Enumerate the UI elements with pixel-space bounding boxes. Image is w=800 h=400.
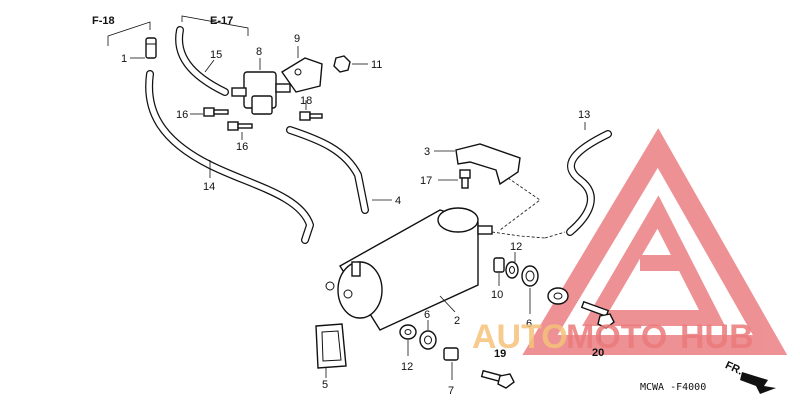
callout-16b: 16 [236,141,248,153]
part-20-bolt: 20 [580,300,615,359]
part-10-fitting: 10 [491,257,505,301]
callout-13: 13 [578,109,590,121]
part-14-hose: 14 [145,70,314,244]
callout-18: 18 [300,95,312,107]
watermark-text-hub: HUB [680,318,754,356]
part-15-hose: 15 [175,26,229,96]
connection-lines [491,177,566,239]
front-label: FR. [723,359,744,377]
callout-5: 5 [322,379,328,391]
part-12-washer-a: 12 [505,241,522,279]
callout-4: 4 [395,195,401,207]
part-1-fitting: 1 [121,37,157,65]
callout-19: 19 [494,348,506,360]
part-11-nut: 11 [333,55,382,73]
callout-3: 3 [424,146,430,158]
callout-20: 20 [592,347,604,359]
callout-10: 10 [491,289,503,301]
callout-16a: 16 [176,109,188,121]
watermark-text-moto: MOTO [566,318,667,356]
part-17-bolt: 17 [420,169,471,189]
part-19-washer [547,287,569,305]
callout-11: 11 [371,59,382,71]
callout-17: 17 [420,175,432,187]
callout-12b: 12 [401,361,413,373]
callout-14: 14 [203,181,215,193]
diagram-code: MCWA -F4000 [640,382,706,393]
part-13-hose: 13 [566,109,612,236]
callout-9: 9 [294,33,300,45]
callout-2: 2 [454,315,460,327]
callout-7: 7 [448,385,454,397]
callout-6a: 6 [526,318,532,330]
part-6-grommet-b: 6 [419,309,437,350]
part-7-bolt: 7 [443,347,515,397]
front-direction-marker: FR. [723,359,776,394]
callout-1: 1 [121,53,127,65]
part-3-bracket: 3 [424,143,521,186]
part-6-grommet-a: 6 [521,265,539,330]
ref-bracket-e17: E-17 [181,15,249,36]
part-18-bolt: 18 [299,95,323,121]
watermark-text: AUTO MOTO HUB [472,318,754,356]
watermark-text-auto: AUTO [472,318,568,356]
callout-8: 8 [256,46,262,58]
callout-12a: 12 [510,241,522,253]
part-8-solenoid-valve: 8 [231,46,291,115]
part-16-bolt-b: 16 [227,121,253,153]
ref-e17-label: E-17 [210,15,233,27]
callout-6b: 6 [424,309,430,321]
watermark-logo [522,128,788,355]
ref-bracket-f18: F-18 [92,15,151,46]
part-16-bolt-a: 16 [176,107,229,121]
part-2-canister: 2 [325,207,493,331]
part-4-hose: 4 [286,126,401,214]
ref-f18-label: F-18 [92,15,115,27]
part-5-pad: 5 [315,323,347,391]
part-9-bracket: 9 [280,33,323,93]
callout-15: 15 [210,49,222,61]
part-12-washer-b: 12 [399,324,417,373]
